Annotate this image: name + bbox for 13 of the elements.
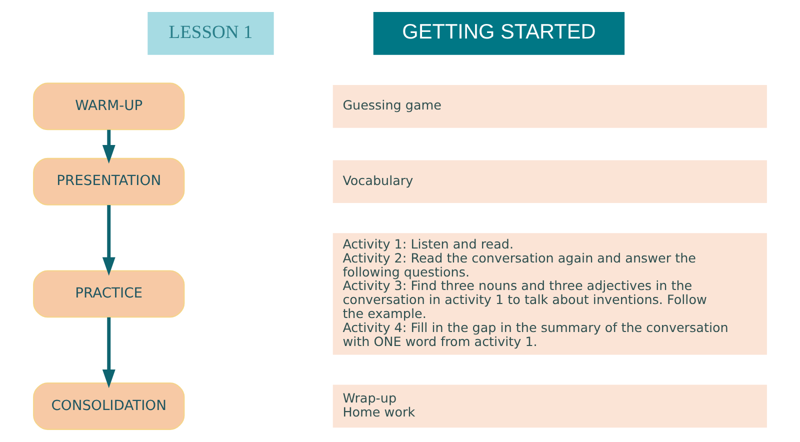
node-box: Activity 1: Listen and read. Activity 2: Read the conversation again and answer the following questions. Activity 3: Find three nouns and three adjectives in the conversation in activity 1 to talk about inventions. Follow the example. Activity 4: Fill in the gap in the summary of the conversation with ONE word from activity 1.	[332, 233, 767, 355]
node-box: WARM-UP	[33, 82, 185, 130]
arrow	[102, 205, 116, 276]
node-box: PRACTICE	[33, 270, 185, 318]
node-box: LESSON 1	[148, 12, 274, 55]
node-box: Guessing game	[332, 84, 767, 128]
node-box: Wrap-up Home work	[332, 384, 767, 428]
arrow	[102, 317, 116, 388]
node-box: PRESENTATION	[33, 158, 185, 206]
node-box: CONSOLIDATION	[33, 382, 185, 430]
node-box: GETTING STARTED	[373, 12, 625, 55]
node-box: Vocabulary	[332, 160, 767, 204]
arrow	[102, 130, 116, 164]
